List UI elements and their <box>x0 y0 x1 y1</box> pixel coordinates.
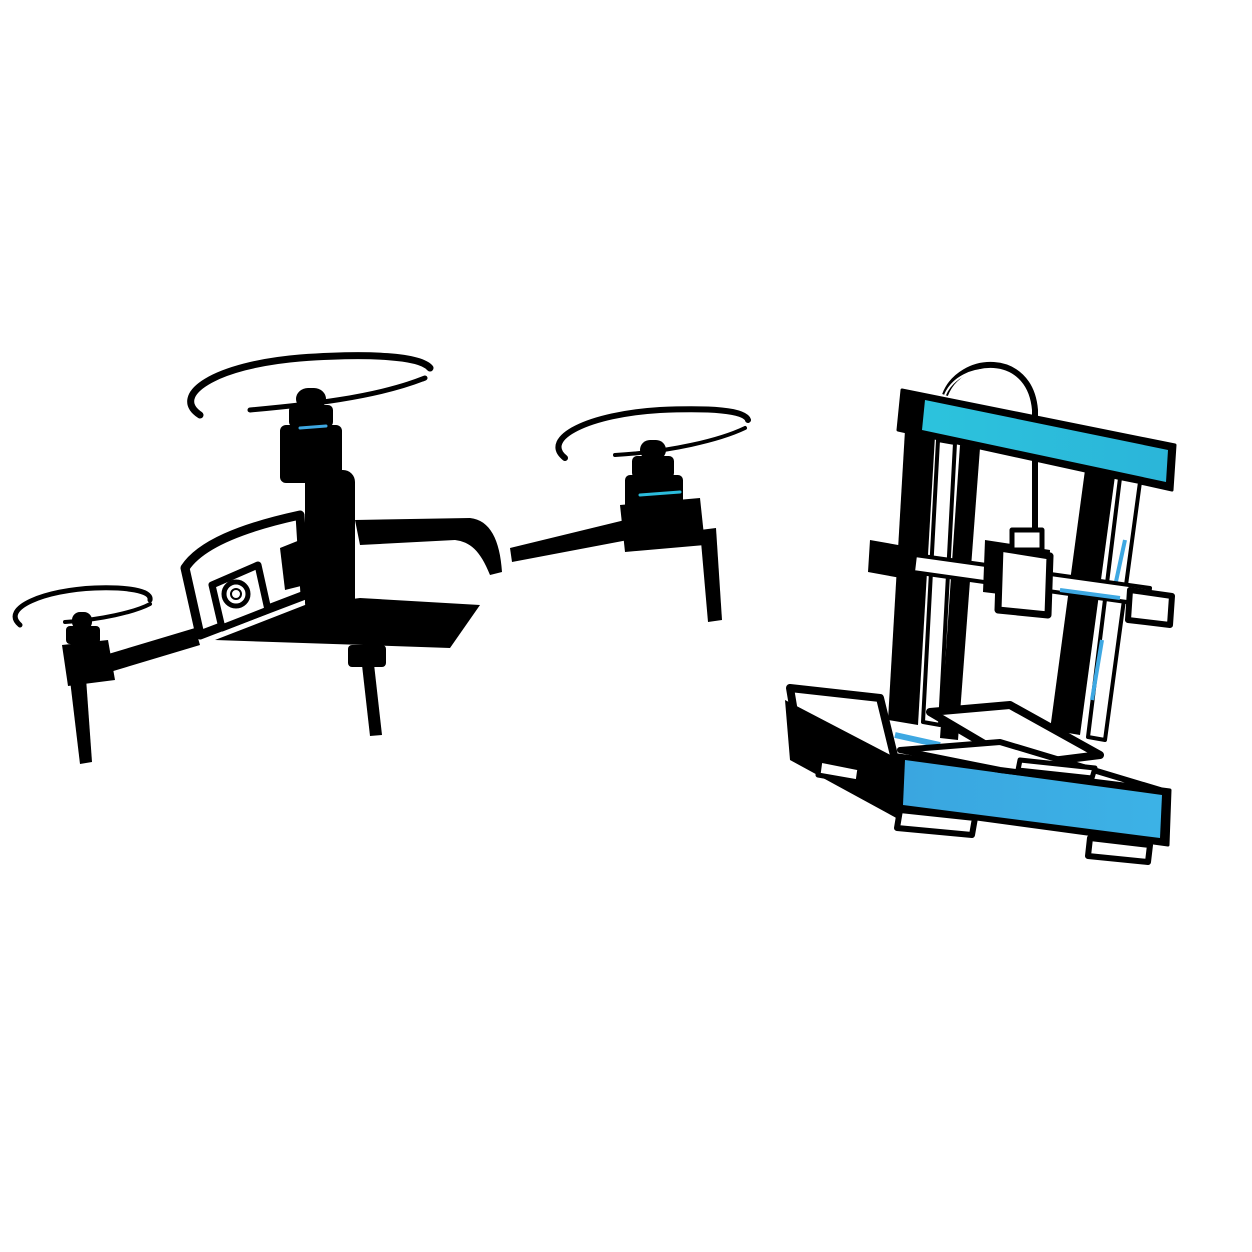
top-frame-bar <box>896 388 1177 492</box>
3d-printer-icon <box>785 362 1177 865</box>
propeller-arc-top <box>187 352 434 419</box>
propeller-arc-right <box>555 406 751 461</box>
print-head <box>983 527 1054 619</box>
vertical-rods <box>888 430 1142 742</box>
camera-icon <box>208 561 272 632</box>
printer-base <box>785 684 1172 865</box>
drone-icon <box>12 352 751 764</box>
rotor-motor-left <box>62 612 115 764</box>
rotor-motor-top <box>280 388 355 615</box>
rotor-motor-right <box>620 440 722 622</box>
landing-legs <box>348 645 386 736</box>
drone-arm-left <box>105 628 200 672</box>
drone-arm-right <box>510 520 628 562</box>
